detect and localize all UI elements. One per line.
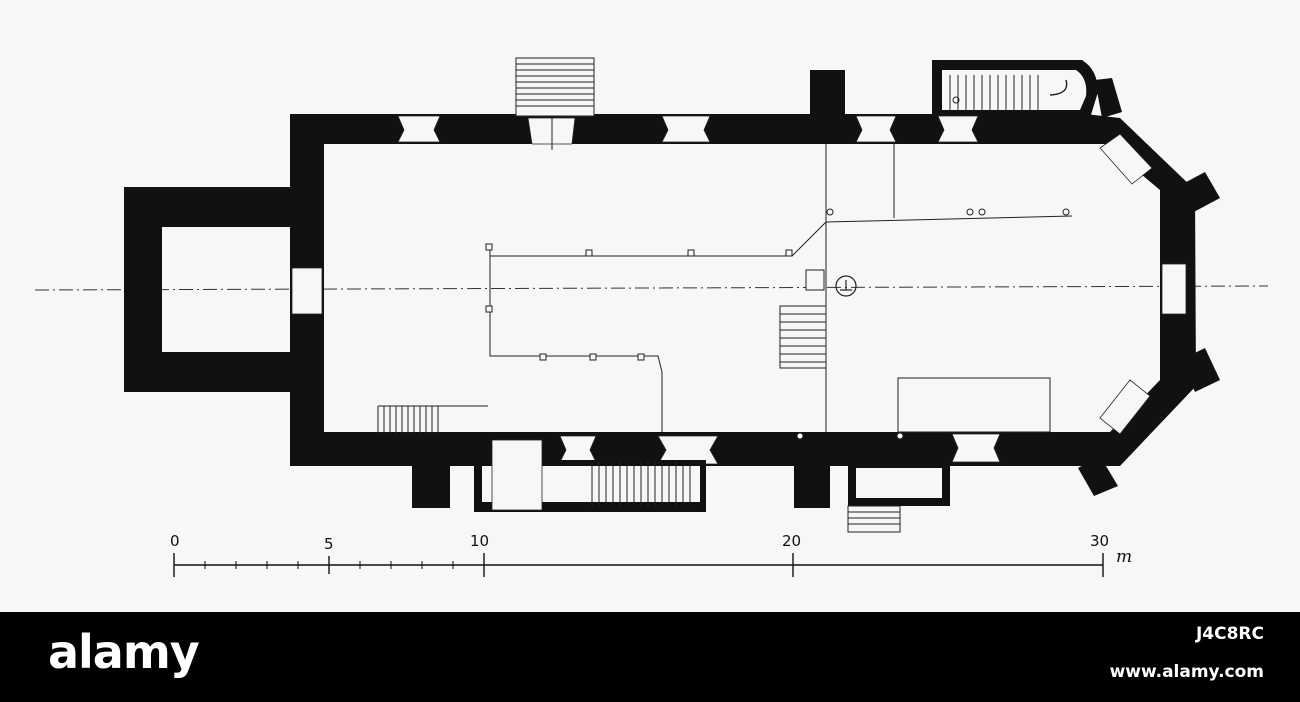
south-porch-east (847, 462, 950, 533)
alamy-logo: alamy (48, 625, 200, 679)
floor-plan-area: 0 5 10 20 30 m (34, 57, 1269, 577)
scale-tick-0: 0 (170, 532, 180, 550)
church-floor-plan: 0 5 10 20 30 m (34, 57, 1269, 577)
west-tower-walls (124, 187, 298, 392)
apse-buttresses (1078, 78, 1220, 496)
stair-turret-northeast (932, 60, 1098, 118)
scale-tick-20: 20 (782, 532, 801, 550)
pillar-markers (485, 208, 1070, 440)
scale-unit: m (1116, 547, 1132, 567)
font-symbol-icon (835, 275, 857, 297)
scale-bar: 0 5 10 20 30 m (170, 532, 1132, 577)
site-url-label: www.alamy.com (1109, 662, 1264, 682)
window-openings (291, 115, 1187, 465)
south-porch-west (474, 439, 706, 512)
pulpit-stair-treads (780, 313, 826, 363)
gallery-stair (377, 405, 488, 434)
north-steps (515, 57, 595, 150)
scale-tick-5: 5 (324, 535, 334, 553)
central-axis-line (34, 285, 1269, 291)
scale-tick-30: 30 (1090, 532, 1109, 550)
image-id-label: J4C8RC (1195, 624, 1264, 644)
apse-walls (1085, 114, 1196, 466)
watermark-footer: alamy J4C8RC www.alamy.com (0, 612, 1300, 702)
scale-tick-10: 10 (470, 532, 489, 550)
